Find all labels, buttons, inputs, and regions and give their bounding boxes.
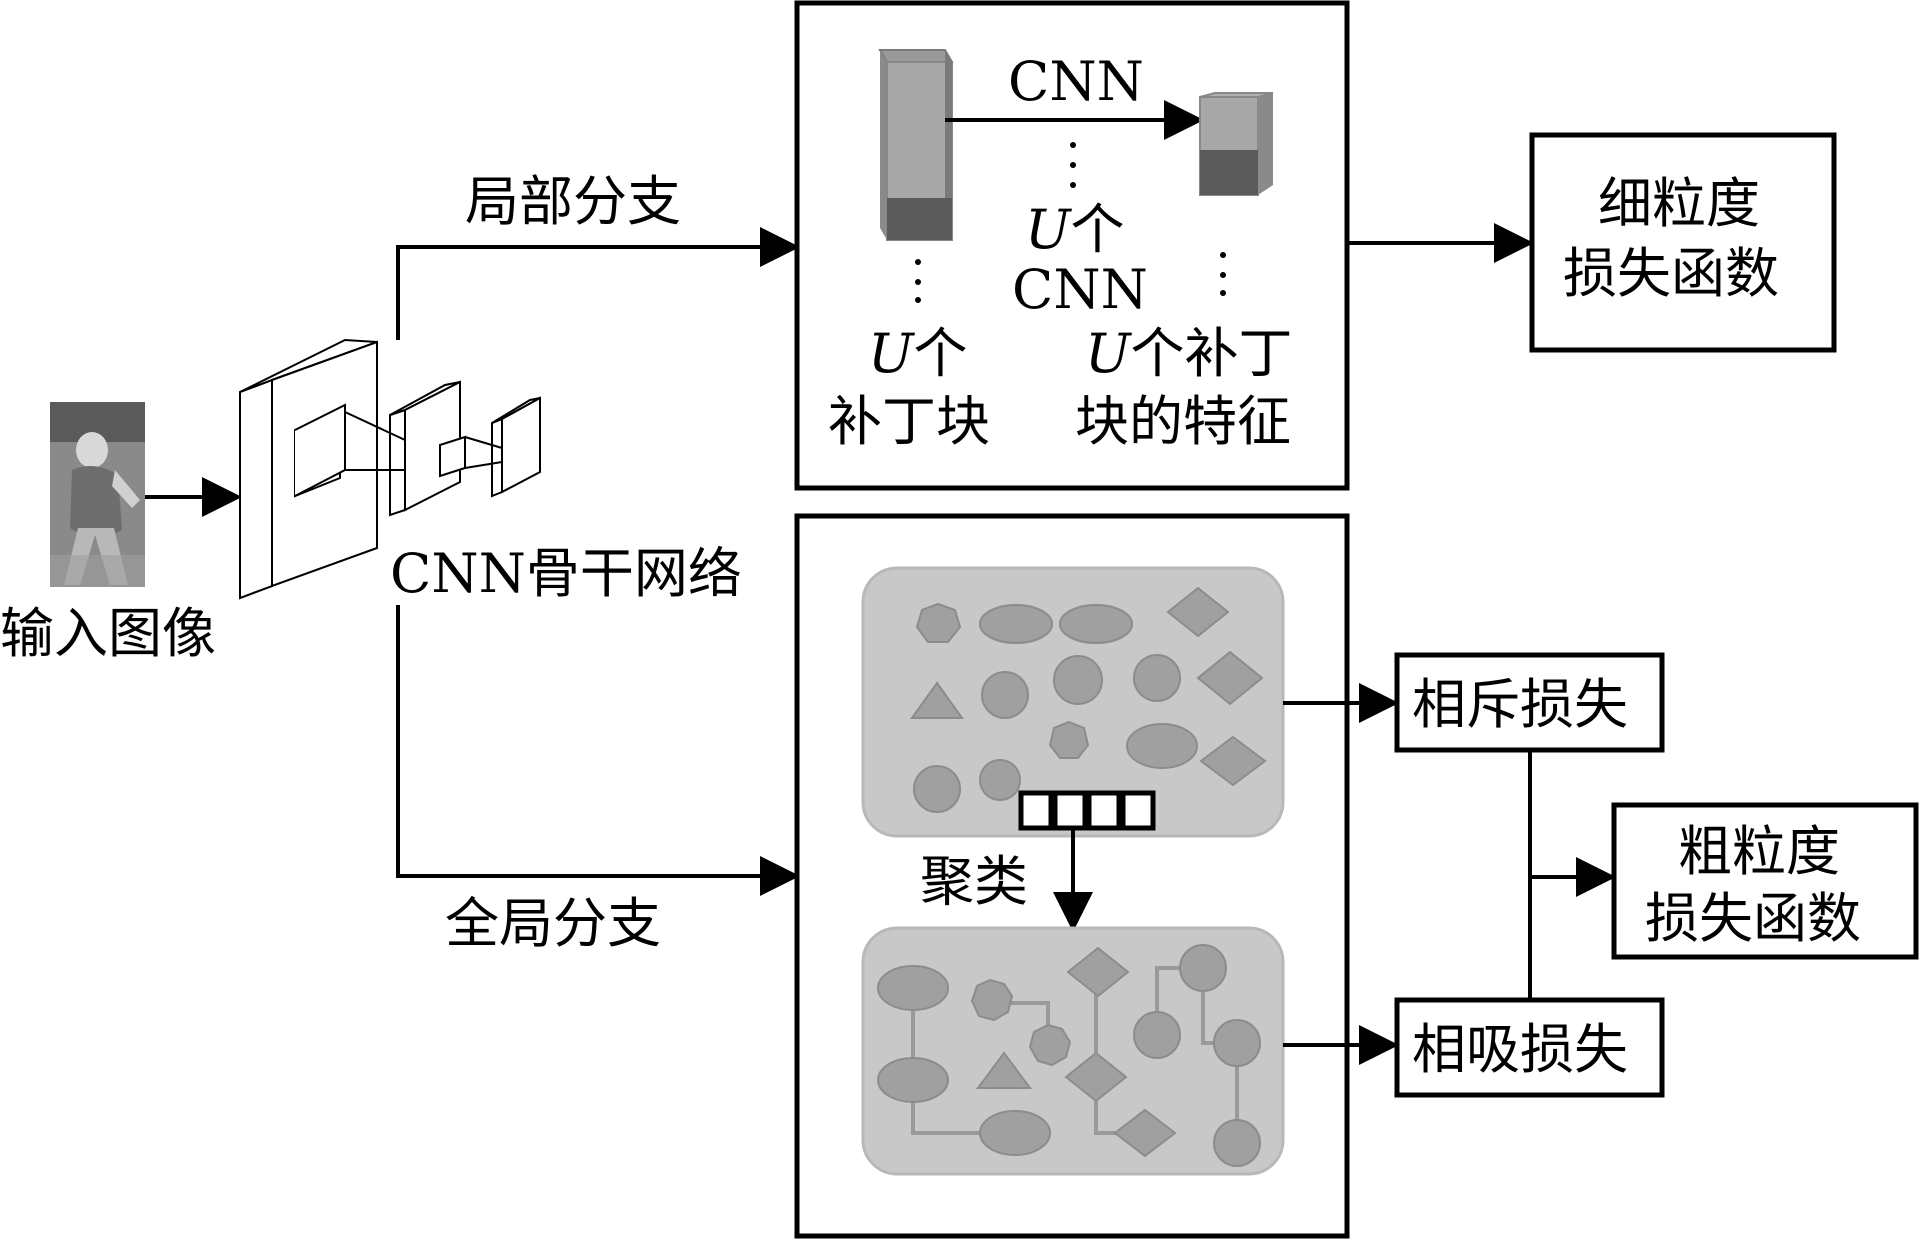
clustering-label: 聚类 <box>920 850 1028 913</box>
features-rest: 个补丁 <box>1131 322 1293 385</box>
local-branch-connector <box>396 227 800 340</box>
coarse-loss-line1: 粗粒度 <box>1678 820 1840 883</box>
attraction-loss-label: 相吸损失 <box>1412 1018 1628 1081</box>
coarse-loss-line2: 损失函数 <box>1645 887 1861 950</box>
u-cnn-label-line2: CNN <box>1012 258 1148 321</box>
repulsion-loss-label: 相斥损失 <box>1412 673 1628 736</box>
attraction-loss-box <box>1394 997 1665 1098</box>
features-label-line1: U个补丁 <box>1085 322 1293 385</box>
backbone-label: CNN骨干网络 <box>390 542 742 605</box>
features-u: U <box>1085 322 1132 385</box>
input-image-label: 输入图像 <box>0 602 216 665</box>
prototype-queue <box>1018 790 1156 831</box>
vertical-dots <box>915 142 1226 303</box>
cnn-label: CNN <box>1008 50 1144 113</box>
fine-loss-line2: 损失函数 <box>1563 242 1779 305</box>
patches-u: U <box>868 322 915 385</box>
local-branch-label: 局部分支 <box>465 170 681 233</box>
u-cnn-label-line1: U个 <box>1025 198 1125 261</box>
clustered-shapes <box>877 944 1261 1167</box>
patches-ge: 个 <box>914 322 968 385</box>
cnn-backbone-icon <box>239 338 541 600</box>
patch-block-icon <box>878 49 954 241</box>
global-branch-label: 全局分支 <box>445 892 661 955</box>
patches-label-line2: 补丁块 <box>828 390 990 453</box>
coarse-loss-box <box>1611 802 1919 960</box>
fine-loss-box <box>1529 132 1837 353</box>
feature-cube-icon <box>1199 92 1274 196</box>
repulsion-loss-box <box>1394 652 1665 753</box>
patches-label-line1: U个 <box>868 322 968 385</box>
features-label-line2: 块的特征 <box>1075 390 1291 453</box>
global-branch-connector <box>396 605 800 896</box>
input-image-icon <box>50 402 145 587</box>
u-cnn-u: U <box>1025 198 1072 261</box>
u-cnn-ge: 个 <box>1071 198 1125 261</box>
fine-loss-line1: 细粒度 <box>1598 172 1760 235</box>
feature-panel-after <box>861 926 1285 1176</box>
unclustered-shapes <box>910 586 1267 813</box>
